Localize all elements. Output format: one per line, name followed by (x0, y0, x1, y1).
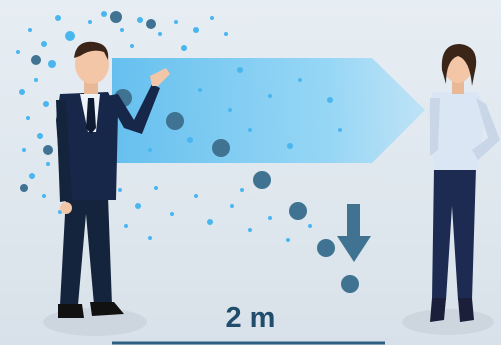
distance-label: 2 m (0, 304, 501, 333)
down-arrow-icon (337, 204, 371, 262)
woman-listening-figure (428, 44, 500, 322)
